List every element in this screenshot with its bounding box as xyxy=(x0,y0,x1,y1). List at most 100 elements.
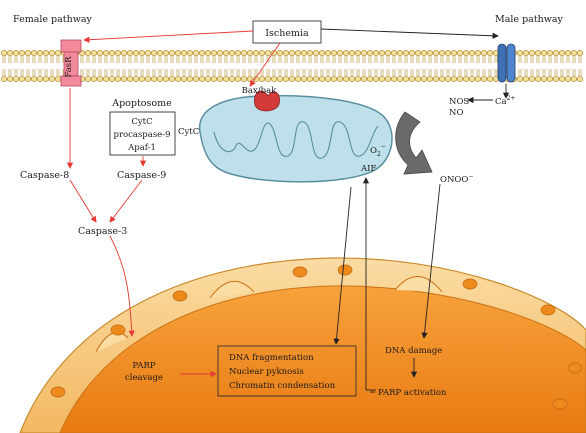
nuclear-pore xyxy=(462,278,478,290)
parp-label: PARP xyxy=(132,361,155,371)
lipid-tail xyxy=(8,56,12,76)
caspase8-label: Caspase-8 xyxy=(20,170,69,181)
lipid-head xyxy=(438,75,446,83)
lipid-head xyxy=(516,75,524,83)
lipid-head xyxy=(300,49,308,57)
lipid-tail xyxy=(284,56,288,76)
lipid-tail xyxy=(326,56,330,76)
lipid-head xyxy=(420,49,428,57)
arrows xyxy=(66,28,510,393)
lipid-tail xyxy=(86,56,90,76)
lipid-head xyxy=(96,49,104,57)
lipid-head xyxy=(12,49,20,57)
lipid-head xyxy=(90,75,98,83)
aif-label: AIF xyxy=(360,164,376,174)
lipid-tail xyxy=(134,56,138,76)
lipid-tail xyxy=(476,56,480,76)
lipid-tail xyxy=(146,56,150,76)
lipid-tail xyxy=(530,56,534,76)
lipid-head xyxy=(162,49,170,57)
lipid-head xyxy=(240,49,248,57)
apoptosome-title: Apoptosome xyxy=(111,98,172,109)
lipid-head xyxy=(576,49,584,57)
lipid-tail xyxy=(38,56,42,76)
nuclear-effects-box xyxy=(217,345,357,397)
lipid-head xyxy=(0,75,8,83)
lipid-head xyxy=(432,75,440,83)
lipid-head xyxy=(450,75,458,83)
lipid-head xyxy=(456,75,464,83)
lipid-head xyxy=(174,75,182,83)
lipid-head xyxy=(324,49,332,57)
nuclear-pore xyxy=(292,266,308,278)
lipid-head xyxy=(336,75,344,83)
lipid-tail xyxy=(140,56,144,76)
lipid-head xyxy=(84,49,92,57)
lipid-head xyxy=(522,49,530,57)
lipid-head xyxy=(426,49,434,57)
lipid-head xyxy=(402,75,410,83)
lipid-head xyxy=(306,75,314,83)
lipid-head xyxy=(420,75,428,83)
lipid-head xyxy=(6,49,14,57)
lipid-head xyxy=(18,75,26,83)
lipid-head xyxy=(330,75,338,83)
lipid-head xyxy=(150,49,158,57)
lipid-head xyxy=(126,49,134,57)
lipid-head xyxy=(294,75,302,83)
dna-damage-label: DNA damage xyxy=(385,346,442,356)
lipid-tail xyxy=(26,56,30,76)
lipid-tail xyxy=(314,56,318,76)
lipid-tail xyxy=(440,56,444,76)
lipid-tail xyxy=(80,56,84,76)
lipid-tail xyxy=(110,56,114,76)
fas-receptor: FasR xyxy=(60,39,82,87)
nucleus xyxy=(19,257,586,433)
apoptosome-item: CytC xyxy=(131,117,152,127)
lipid-head xyxy=(570,75,578,83)
lipid-tail xyxy=(434,56,438,76)
lipid-tail xyxy=(428,56,432,76)
lipid-tail xyxy=(446,56,450,76)
nuclear-pore xyxy=(50,386,66,398)
caspase3-label: Caspase-3 xyxy=(78,226,127,237)
lipid-head xyxy=(534,49,542,57)
lipid-tail xyxy=(362,56,366,76)
ischemia-label: Ischemia xyxy=(265,28,309,39)
lipid-head xyxy=(240,75,248,83)
lipid-tail xyxy=(554,56,558,76)
lipid-head xyxy=(90,49,98,57)
lipid-tail xyxy=(56,56,60,76)
lipid-head xyxy=(42,75,50,83)
lipid-head xyxy=(246,49,254,57)
lipid-head xyxy=(150,75,158,83)
lipid-head xyxy=(36,75,44,83)
lipid-head xyxy=(222,75,230,83)
lipid-head xyxy=(324,75,332,83)
lipid-head xyxy=(144,49,152,57)
lipid-head xyxy=(228,75,236,83)
lipid-tail xyxy=(518,56,522,76)
lipid-head xyxy=(354,75,362,83)
lipid-tail xyxy=(458,56,462,76)
lipid-tail xyxy=(566,56,570,76)
lipid-head xyxy=(486,75,494,83)
lipid-head xyxy=(570,49,578,57)
lipid-head xyxy=(396,49,404,57)
nuclear-pore xyxy=(552,398,568,410)
lipid-head xyxy=(408,49,416,57)
lipid-tail xyxy=(116,56,120,76)
lipid-head xyxy=(534,75,542,83)
lipid-tail xyxy=(548,56,552,76)
ischemia-box xyxy=(252,20,322,44)
lipid-head xyxy=(378,75,386,83)
lipid-head xyxy=(288,49,296,57)
lipid-head xyxy=(408,75,416,83)
nuclear-pore xyxy=(337,264,353,276)
lipid-head xyxy=(180,75,188,83)
lipid-head xyxy=(354,49,362,57)
lipid-tail xyxy=(188,56,192,76)
lipid-head xyxy=(294,49,302,57)
lipid-head xyxy=(132,49,140,57)
